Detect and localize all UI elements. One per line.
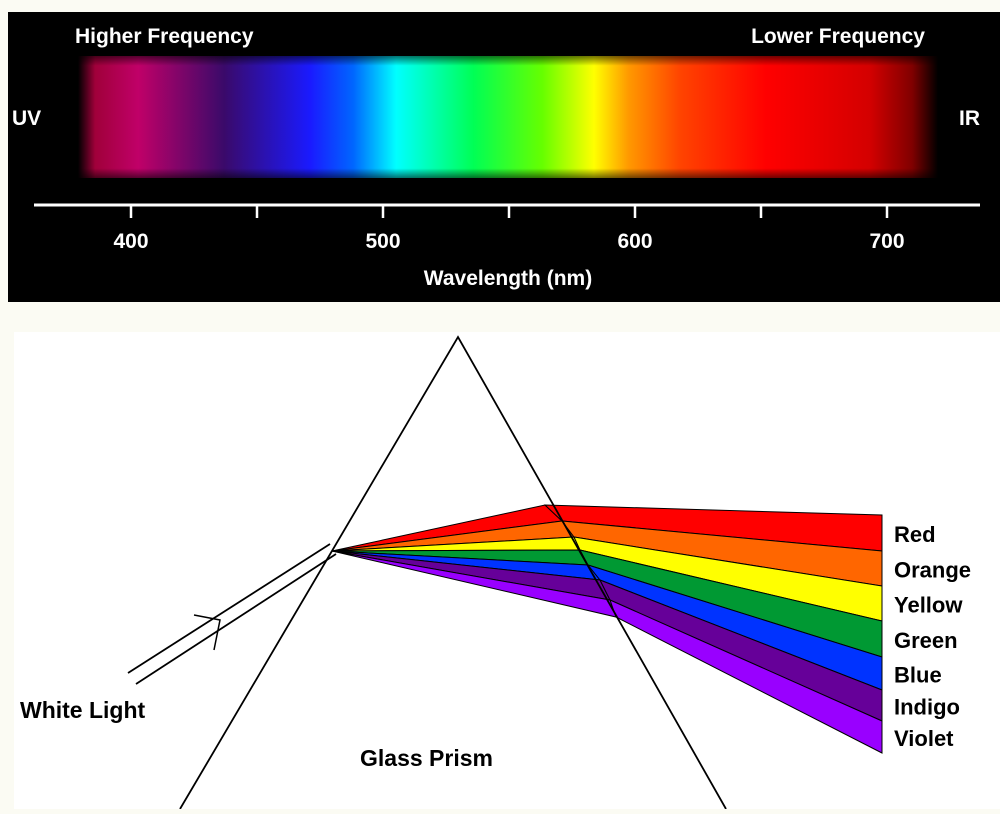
color-label-blue: Blue [894, 663, 942, 688]
ir-label: IR [959, 107, 980, 130]
dispersed-light-beams [331, 504, 883, 754]
wavelength-tick-label: 700 [869, 230, 904, 253]
color-label-indigo: Indigo [894, 695, 960, 720]
glass-prism-outline [179, 335, 727, 810]
spectrum-figure: Higher Frequency Lower Frequency UV IR 4… [12, 25, 980, 290]
white-light-label: White Light [20, 697, 146, 723]
spectrum-panel: Higher Frequency Lower Frequency UV IR 4… [8, 12, 1000, 302]
wavelength-axis-title: Wavelength (nm) [424, 267, 592, 290]
wavelength-tick-label: 400 [113, 230, 148, 253]
color-label-red: Red [894, 522, 936, 547]
spectrum-edge-fade [78, 56, 938, 178]
white-light-ray-lower [135, 553, 337, 685]
color-label-orange: Orange [894, 558, 971, 583]
wavelength-tick-label: 500 [365, 230, 400, 253]
color-label-yellow: Yellow [894, 593, 963, 618]
glass-prism-label: Glass Prism [360, 745, 493, 771]
wavelength-tick-label: 600 [617, 230, 652, 253]
color-label-violet: Violet [894, 726, 954, 751]
white-light-arrow-icon [193, 614, 221, 651]
color-label-green: Green [894, 628, 958, 653]
white-light-ray-upper [127, 543, 331, 674]
wavelength-ticks: 400 500 600 700 [113, 205, 905, 253]
higher-frequency-label: Higher Frequency [75, 25, 254, 48]
lower-frequency-label: Lower Frequency [751, 25, 925, 48]
uv-label: UV [12, 107, 41, 130]
